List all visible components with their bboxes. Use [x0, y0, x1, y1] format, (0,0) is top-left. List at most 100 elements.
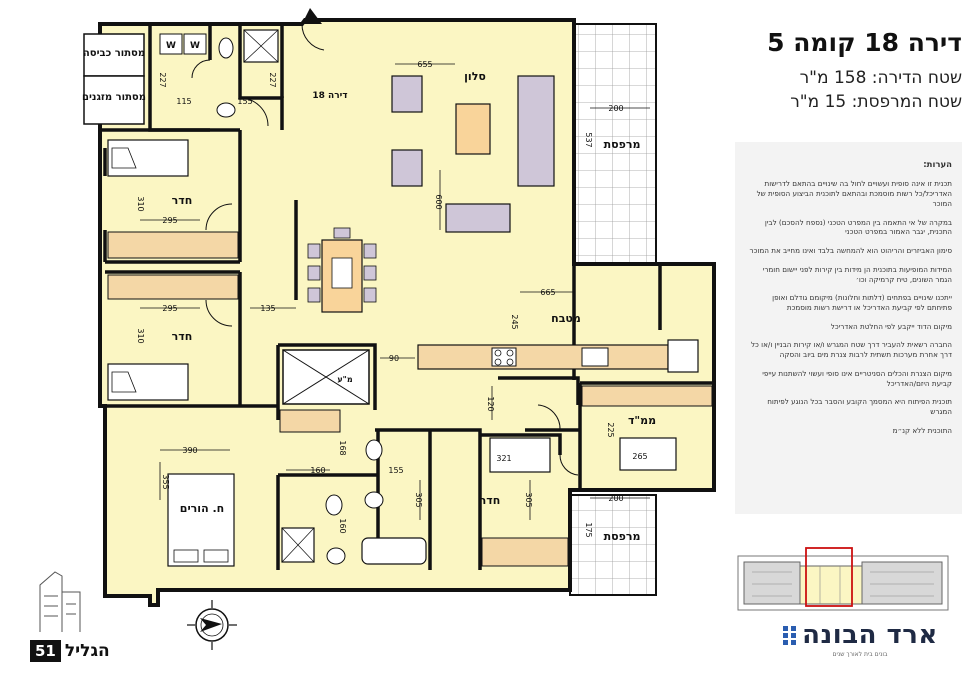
- building-label: 51 הגליל: [30, 636, 130, 666]
- dim-310-b: 310: [136, 328, 145, 343]
- label-bedroom-2: חדר: [172, 330, 193, 343]
- washer-box-1: [159, 33, 183, 55]
- notes-panel: הערות: תכנית זו אינה סופית ועשויים לחול …: [735, 142, 962, 514]
- balcony-top-area: [573, 23, 657, 265]
- label-balcony-top: מרפסת: [604, 138, 641, 151]
- dim-120: 120: [486, 396, 495, 411]
- label-bedroom-3: חדר: [480, 494, 501, 507]
- label-master: ח. הורים: [180, 502, 224, 515]
- bed-master: [167, 473, 235, 567]
- dim-155-a: 155: [388, 466, 403, 475]
- brand-logo: ארד הבונה בונים בית לאורך שנים: [780, 620, 940, 660]
- notes-heading: הערות:: [923, 160, 952, 170]
- label-storage-ac: מסתור מזגנים: [82, 92, 146, 103]
- balcony-bottom-area: [569, 494, 657, 596]
- closet-bedroom1: [107, 231, 239, 259]
- dim-321: 321: [496, 454, 511, 463]
- building-number: 51: [30, 640, 61, 662]
- dim-175: 175: [584, 522, 593, 537]
- label-kitchen: מטבח: [551, 312, 581, 325]
- bathtub: [361, 537, 427, 565]
- label-salon: סלון: [464, 70, 486, 83]
- note-item: ייתכנו שינויים בפתחים (דלתות וחלונות) מי…: [772, 293, 952, 312]
- sofa-small: [445, 203, 511, 233]
- armchair-2: [391, 149, 423, 187]
- note-item: החברה רשאית להעביר דרך שטח המגרש ו/או קי…: [750, 340, 952, 360]
- label-bedroom-1: חדר: [172, 194, 193, 207]
- dim-160-b: 160: [338, 518, 347, 533]
- apartment-area: שטח הדירה: 158 מ"ר: [799, 68, 962, 88]
- dining-chairs: [307, 227, 377, 303]
- dim-225: 225: [606, 422, 615, 437]
- entry-arrow-icon: [302, 8, 322, 24]
- note-item: סימון האביזרים והריהוט הוא להמחשה בלבד ו…: [749, 246, 952, 256]
- bed-bedroom1: [107, 139, 189, 177]
- building-sketch-icon: [39, 571, 81, 632]
- dim-227-a: 227: [158, 72, 167, 87]
- dim-135: 135: [260, 304, 275, 313]
- building-name: הגליל: [64, 641, 110, 661]
- bed-safe-room: [619, 437, 677, 471]
- dim-665: 665: [540, 288, 555, 297]
- label-elevator: מ"ע: [337, 375, 352, 384]
- closet-bedroom3: [481, 537, 569, 567]
- dim-355: 355: [161, 474, 170, 489]
- sofa-large: [517, 75, 555, 187]
- dim-227-b: 227: [268, 72, 277, 87]
- dim-295-a: 295: [162, 216, 177, 225]
- coffee-table: [455, 103, 491, 155]
- bed-bedroom3: [489, 437, 551, 473]
- note-item: תוכנית הפיתוח היא המסמך הקובע והסבר בכל …: [767, 397, 952, 416]
- brand-mark-icon: [783, 626, 797, 645]
- dim-310-a: 310: [136, 196, 145, 211]
- dim-390: 390: [182, 446, 197, 455]
- dim-155-b: 155: [237, 97, 252, 106]
- key-plan-minimap: [737, 547, 949, 611]
- dim-295-b: 295: [162, 304, 177, 313]
- note-item: תכנית זו אינה סופית ועשויים לחול בה שינו…: [756, 179, 952, 208]
- closet-safe-room: [581, 385, 713, 407]
- note-item: במקרה של אי התאמה בין המפרט הטכני (נספח …: [764, 217, 952, 237]
- dim-655: 655: [417, 60, 432, 69]
- dimension-lines: [140, 63, 650, 520]
- balcony-area: שטח המרפסת: 15 מ"ר: [790, 92, 962, 112]
- dim-305-a: 305: [524, 492, 533, 507]
- compass-icon: [187, 600, 237, 650]
- label-apartment: דירה 18: [312, 91, 347, 101]
- dim-600: 600: [434, 194, 443, 209]
- dim-200-top: 200: [608, 104, 623, 113]
- dim-265: 265: [632, 452, 647, 461]
- closet-bedroom2: [107, 274, 239, 300]
- dim-115: 115: [176, 97, 191, 106]
- label-safe-room: ממ"ד: [628, 414, 656, 427]
- dim-305-b: 305: [414, 492, 423, 507]
- brand-tagline: בונים בית לאורך שנים: [832, 651, 888, 658]
- bed-bedroom2: [107, 363, 189, 401]
- dim-200-bottom: 200: [608, 494, 623, 503]
- dim-168: 168: [338, 440, 347, 455]
- label-washer-2: W: [190, 41, 200, 51]
- note-item: מיקום הדוד ייקבע לפי החלטת האדריכל: [830, 321, 952, 331]
- armchair-1: [391, 75, 423, 113]
- label-balcony-bottom: מרפסת: [604, 530, 641, 543]
- fridge: [667, 339, 699, 373]
- label-washer-1: W: [166, 41, 176, 51]
- brand-name: ארד הבונה: [802, 620, 938, 650]
- storage-laundry-area: [83, 33, 145, 77]
- door-swings: [191, 23, 579, 476]
- closet-master: [279, 409, 341, 433]
- dim-245: 245: [510, 314, 519, 329]
- page-title: דירה 18 קומה 5: [767, 28, 962, 57]
- note-item: מיקום הצנרת והכלים הסניטריים אינו סופי ו…: [762, 368, 952, 388]
- note-item: התוכנית ללא קנ״מ: [892, 425, 952, 435]
- dim-90: 90: [389, 354, 399, 363]
- note-item: המידות המופיעות בתוכנית הן מידות בין קיר…: [762, 264, 952, 284]
- dim-160-a: 160: [310, 466, 325, 475]
- kitchen-stove: [491, 347, 517, 367]
- kitchen-counter: [417, 344, 669, 370]
- storage-ac-area: [83, 75, 145, 125]
- dim-537: 537: [584, 132, 593, 147]
- washer-box-2: [183, 33, 207, 55]
